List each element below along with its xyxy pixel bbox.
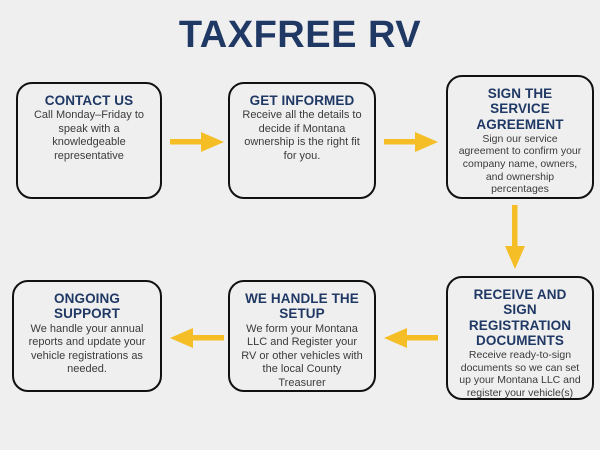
arrow-left-icon xyxy=(384,327,438,349)
step-body-we-handle-setup: We form your Montana LLC and Register yo… xyxy=(241,322,363,389)
step-title-receive-sign: RECEIVE AND SIGN REGISTRATION DOCUMENTS xyxy=(468,287,572,348)
step-box-get-informed: GET INFORMED Receive all the details to … xyxy=(228,82,376,199)
arrow-right-icon xyxy=(384,131,438,153)
arrow-left-icon xyxy=(170,327,224,349)
step-title-sign-agreement: SIGN THE SERVICE AGREEMENT xyxy=(476,86,564,132)
step-title-get-informed: GET INFORMED xyxy=(249,93,355,108)
step-body-get-informed: Receive all the details to decide if Mon… xyxy=(242,109,362,162)
step-body-contact-us: Call Monday–Friday to speak with a knowl… xyxy=(33,109,145,162)
arrow-down-icon xyxy=(504,205,526,269)
step-title-contact-us: CONTACT US xyxy=(44,93,134,108)
step-title-ongoing-support: ONGOING SUPPORT xyxy=(54,291,120,322)
arrow-right-icon xyxy=(170,131,224,153)
step-box-receive-sign: RECEIVE AND SIGN REGISTRATION DOCUMENTS … xyxy=(446,276,594,400)
step-title-we-handle-setup: WE HANDLE THE SETUP xyxy=(245,291,359,322)
step-body-ongoing-support: We handle your annual reports and update… xyxy=(28,322,146,376)
step-body-sign-agreement: Sign our service agreement to confirm yo… xyxy=(458,132,582,196)
step-box-ongoing-support: ONGOING SUPPORT We handle your annual re… xyxy=(12,280,162,392)
step-box-sign-agreement: SIGN THE SERVICE AGREEMENT Sign our serv… xyxy=(446,75,594,199)
step-box-contact-us: CONTACT US Call Monday–Friday to speak w… xyxy=(16,82,162,199)
step-body-receive-sign: Receive ready-to-sign documents so we ca… xyxy=(459,349,581,399)
page-title: TAXFREE RV xyxy=(178,14,422,56)
step-box-we-handle-setup: WE HANDLE THE SETUP We form your Montana… xyxy=(228,280,376,392)
